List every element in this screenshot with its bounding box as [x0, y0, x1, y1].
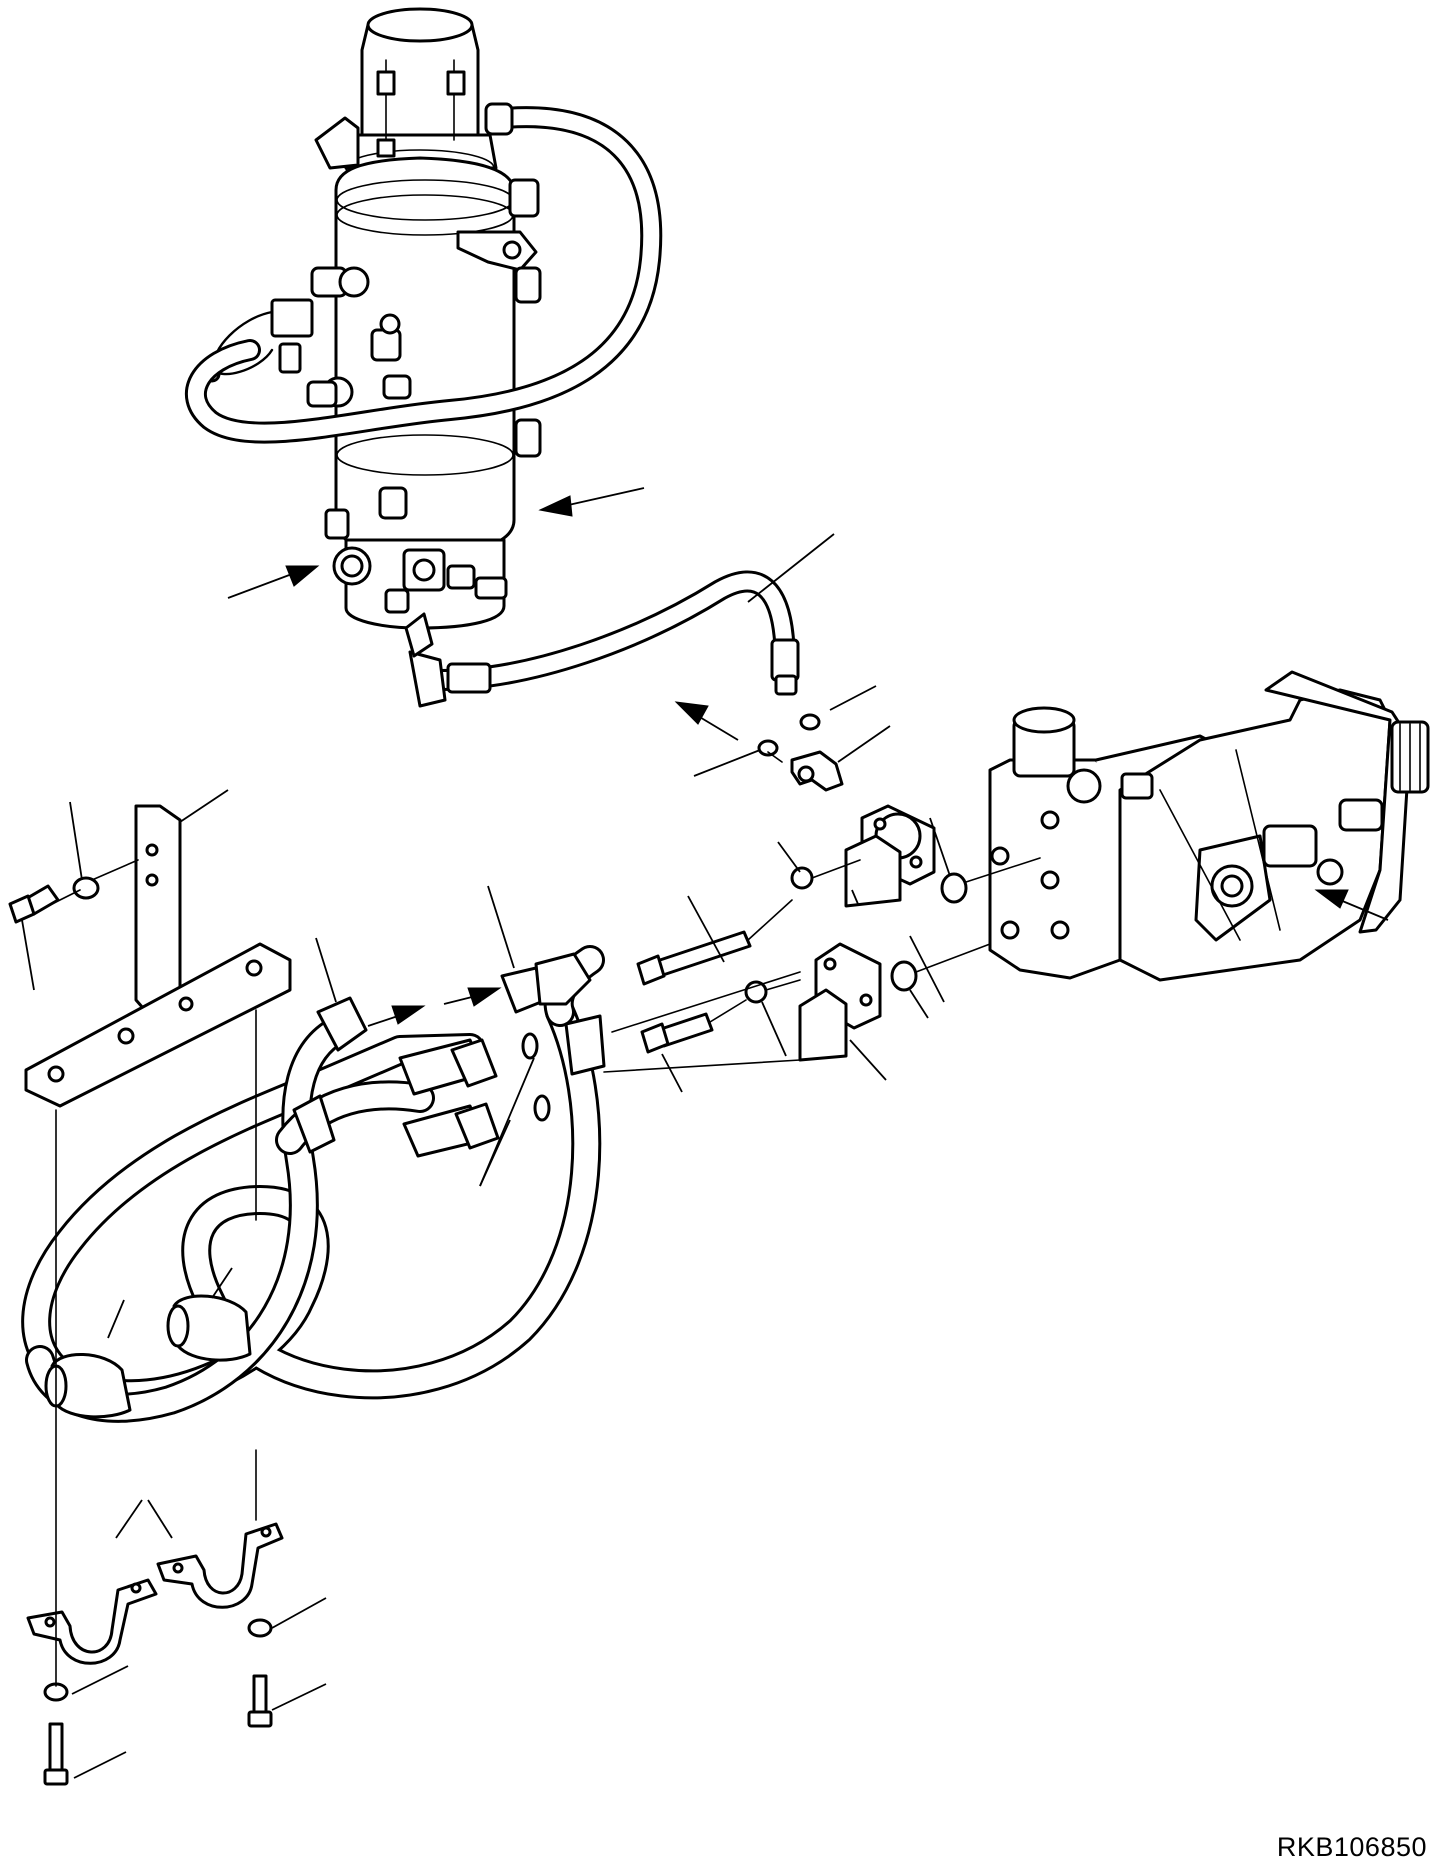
- o-ring-lower: [890, 960, 918, 992]
- hydraulic-motor-assembly: [988, 670, 1430, 982]
- washer-upper: [790, 866, 814, 890]
- hose-clamp-right: [156, 1522, 284, 1609]
- swivel-nut-left: [316, 996, 368, 1052]
- o-ring: [799, 713, 821, 731]
- motor-output-spline: [1390, 720, 1430, 794]
- o-ring-hose-upper: [521, 1032, 539, 1060]
- l-bracket: [24, 804, 292, 1108]
- hose-end-lower: [454, 1102, 500, 1150]
- arrow-head: [285, 565, 320, 587]
- clamp-washer-right: [247, 1618, 273, 1638]
- connection-arrows: [227, 487, 1389, 1027]
- short-bolt: [640, 1012, 714, 1054]
- hose-band: [292, 1094, 336, 1154]
- o-ring-hose-lower: [533, 1094, 551, 1122]
- hose-crimp-right: [564, 1014, 606, 1076]
- o-ring-upper: [940, 872, 968, 904]
- drawing-number-label: RKB106850: [1276, 1832, 1427, 1862]
- swivel-valve-assembly: [184, 7, 663, 630]
- arrow-head: [538, 495, 573, 517]
- motor-housing: [1118, 688, 1392, 982]
- bracket-bolt: [8, 884, 60, 924]
- hose-fittings: [292, 952, 606, 1158]
- clamp-bolt-right: [247, 1674, 273, 1728]
- valve-return-hose-loop: [184, 102, 663, 444]
- valve-cylinder-body: [334, 156, 516, 557]
- arrow-head: [391, 1005, 426, 1025]
- split-flange-lower: [798, 942, 882, 1062]
- callout-leader-lines: [21, 533, 951, 1779]
- hose-end-upper: [450, 1038, 498, 1088]
- elbow-fitting-group: [757, 713, 844, 792]
- split-flange-upper: [844, 804, 936, 908]
- o-ring: [757, 739, 779, 757]
- valve-lower-manifold: [324, 508, 508, 630]
- valve-top-cap: [344, 7, 498, 188]
- arrow-head: [1314, 889, 1349, 909]
- long-bolt: [636, 930, 752, 986]
- motor-flange: [1264, 670, 1412, 934]
- hose-clamp-left: [26, 1578, 158, 1665]
- valve-mount-tab-left: [314, 116, 360, 170]
- assembly-center-lines: [39, 751, 1041, 1687]
- pilot-hose: [404, 570, 800, 708]
- clamp-bolt-left: [43, 1722, 69, 1786]
- washer-lower: [744, 980, 768, 1004]
- arrow-head: [467, 987, 502, 1007]
- arrow-head: [674, 701, 709, 725]
- bracket-washer: [72, 876, 100, 900]
- valve-side-ports: [270, 178, 542, 520]
